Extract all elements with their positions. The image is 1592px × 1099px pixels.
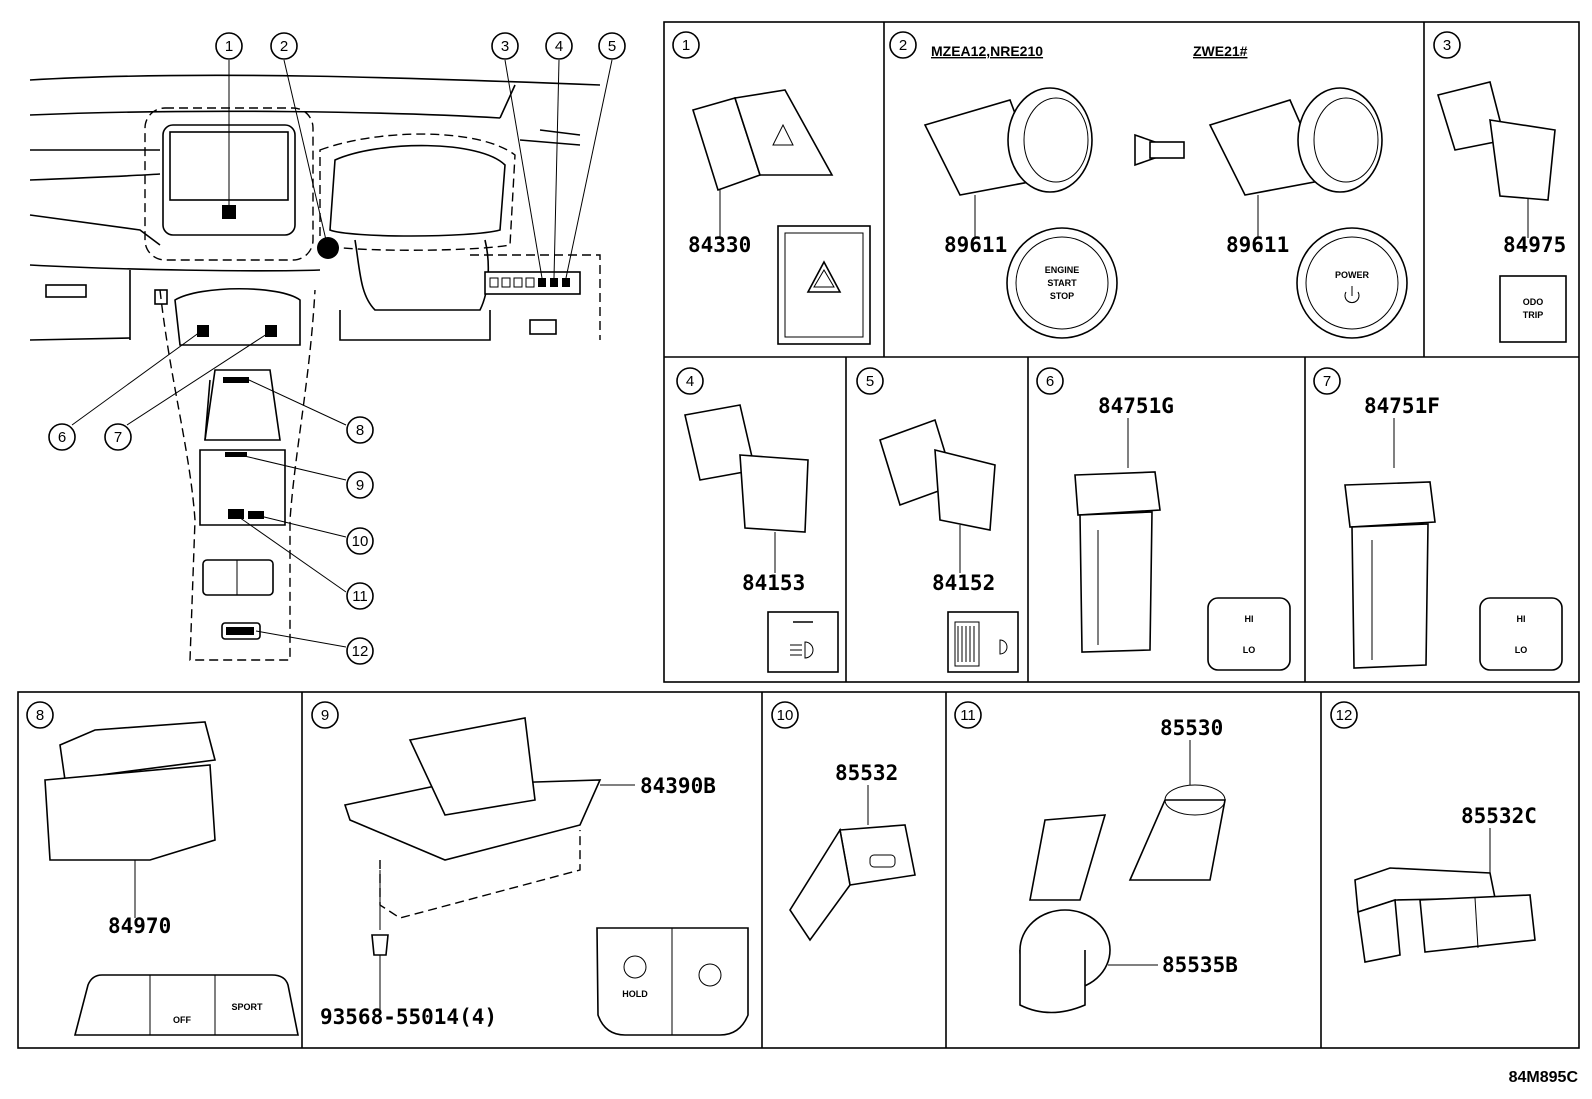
panel-10: 10 85532 [771, 701, 916, 942]
callout-11: 11 [346, 582, 374, 610]
svg-text:9: 9 [356, 477, 364, 494]
part-85532C: 85532C [1461, 804, 1537, 828]
callout-7: 7 [104, 423, 132, 451]
svg-text:6: 6 [58, 429, 66, 446]
part-84153: 84153 [742, 571, 805, 595]
svg-text:LO: LO [1515, 645, 1528, 655]
callout-3: 3 [491, 32, 519, 60]
panel-12: 12 85532C [1330, 701, 1537, 963]
svg-text:TRIP: TRIP [1523, 310, 1544, 320]
svg-text:HI: HI [1517, 614, 1526, 624]
callout-1: 1 [215, 32, 243, 60]
part-85535B: 85535B [1162, 953, 1238, 977]
panel-8: 8 84970 OFF SPORT [26, 701, 299, 1036]
part-85532: 85532 [835, 761, 898, 785]
panel-6: 6 84751G HI LO [1036, 367, 1291, 671]
svg-text:11: 11 [352, 588, 368, 605]
panel-7: 7 84751F HI LO [1313, 367, 1563, 671]
svg-text:STOP: STOP [1050, 291, 1074, 301]
svg-text:8: 8 [356, 422, 364, 439]
part-84152: 84152 [932, 571, 995, 595]
svg-text:START: START [1047, 278, 1077, 288]
svg-text:1: 1 [225, 38, 233, 55]
panel-3: 3 84975 ODO TRIP [1433, 31, 1567, 343]
svg-text:8: 8 [36, 707, 44, 724]
header-zwe21: ZWE21# [1193, 43, 1248, 59]
callout-5: 5 [598, 32, 626, 60]
callout-2: 2 [270, 32, 298, 60]
panel-11: 11 85530 85535B [954, 701, 1238, 1014]
svg-text:12: 12 [352, 643, 369, 660]
svg-text:2: 2 [899, 37, 907, 54]
svg-text:5: 5 [608, 38, 616, 55]
dashboard-overview [29, 59, 613, 661]
svg-text:10: 10 [352, 533, 369, 550]
callout-10: 10 [346, 527, 374, 555]
overview-callouts: 1 2 3 4 5 6 7 8 9 10 11 12 [48, 32, 626, 665]
svg-text:10: 10 [777, 707, 794, 724]
svg-text:4: 4 [686, 373, 694, 390]
svg-text:HOLD: HOLD [622, 989, 648, 999]
svg-text:ODO: ODO [1523, 297, 1544, 307]
svg-text:LO: LO [1243, 645, 1256, 655]
callout-8: 8 [346, 416, 374, 444]
panel-5: 5 84152 [856, 367, 1019, 673]
callout-4: 4 [545, 32, 573, 60]
svg-text:4: 4 [555, 38, 563, 55]
panel-grid [17, 21, 1580, 1049]
part-89611-b: 89611 [1226, 233, 1289, 257]
svg-text:6: 6 [1046, 373, 1054, 390]
svg-text:12: 12 [1336, 707, 1353, 724]
part-84975: 84975 [1503, 233, 1566, 257]
svg-text:5: 5 [866, 373, 874, 390]
part-84970: 84970 [108, 914, 171, 938]
part-84330: 84330 [688, 233, 751, 257]
svg-text:3: 3 [501, 38, 509, 55]
callout-6: 6 [48, 423, 76, 451]
part-84751G: 84751G [1098, 394, 1174, 418]
panel-1: 1 84330 [672, 31, 871, 345]
part-85530: 85530 [1160, 716, 1223, 740]
svg-text:HI: HI [1245, 614, 1254, 624]
header-mzea12: MZEA12,NRE210 [931, 43, 1043, 59]
part-93568-55014: 93568-55014(4) [320, 1005, 497, 1029]
svg-text:3: 3 [1443, 37, 1451, 54]
svg-text:POWER: POWER [1335, 270, 1370, 280]
callout-12: 12 [346, 637, 374, 665]
svg-text:1: 1 [682, 37, 690, 54]
svg-text:7: 7 [1323, 373, 1331, 390]
panel-4: 4 84153 [676, 367, 839, 673]
svg-text:2: 2 [280, 38, 288, 55]
svg-text:11: 11 [960, 707, 976, 724]
svg-text:ENGINE: ENGINE [1045, 265, 1080, 275]
svg-text:SPORT: SPORT [231, 1002, 263, 1012]
svg-text:9: 9 [321, 707, 329, 724]
svg-text:OFF: OFF [173, 1015, 191, 1025]
svg-text:7: 7 [114, 429, 122, 446]
part-84751F: 84751F [1364, 394, 1440, 418]
diagram-code: 84M895C [1509, 1069, 1579, 1086]
panel-9: 9 84390B 93568-55014(4) HOLD [311, 701, 749, 1036]
panel-2: 2 MZEA12,NRE210 ZWE21# 89611 89611 ENGIN… [889, 31, 1408, 339]
part-89611-a: 89611 [944, 233, 1007, 257]
part-84390B: 84390B [640, 774, 716, 798]
callout-9: 9 [346, 471, 374, 499]
